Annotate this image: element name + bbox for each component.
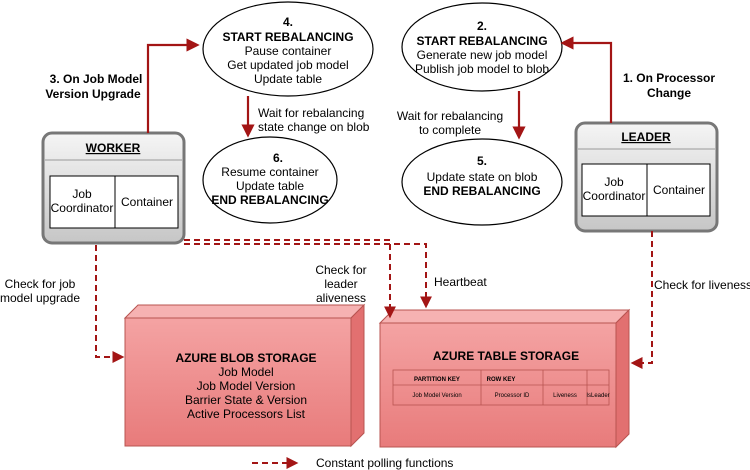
label-wait-blob-line-2: state change on blob	[258, 120, 370, 134]
label-check-job-model-line-1: Check for job	[5, 277, 76, 291]
step-2-ellipse: 2. START REBALANCING Generate new job mo…	[401, 2, 563, 92]
step-6-number: 6.	[273, 151, 283, 165]
label-on-processor-line-2: Change	[647, 86, 691, 100]
legend-label: Constant polling functions	[316, 456, 453, 470]
table-storage-title: AZURE TABLE STORAGE	[433, 349, 579, 363]
step-5-title: END REBALANCING	[423, 184, 540, 198]
leader-job-coordinator-line-2: Coordinator	[583, 189, 646, 203]
table-header-partition-key: PARTITION KEY	[414, 377, 460, 383]
table-cell-processor-id: Processor ID	[495, 393, 530, 399]
worker-title: WORKER	[86, 141, 141, 155]
label-check-job-model-line-2: model upgrade	[0, 291, 80, 305]
label-check-leader-line-3: aliveness	[316, 291, 366, 305]
worker-node: WORKER Job Coordinator Container	[41, 131, 186, 245]
dashed-arrow-worker-to-blob	[95, 245, 125, 363]
leader-node: LEADER Job Coordinator Container	[574, 121, 719, 233]
step-4-line-2: Get updated job model	[227, 58, 348, 72]
step-5-line-1: Update state on blob	[427, 170, 538, 184]
label-on-job-model-line-2: Version Upgrade	[45, 87, 141, 101]
blob-item-3: Barrier State & Version	[185, 393, 307, 407]
label-on-processor-line-1: 1. On Processor	[623, 71, 715, 85]
table-cell-isleader: IsLeader	[586, 393, 609, 399]
label-wait-complete-line-1: Wait for rebalancing	[397, 109, 503, 123]
step-6-title: END REBALANCING	[211, 193, 328, 207]
step-5-number: 5.	[477, 154, 487, 168]
dashed-arrow-leader-to-table	[630, 231, 653, 369]
label-check-leader-line-2: leader	[324, 277, 357, 291]
blob-storage-title: AZURE BLOB STORAGE	[175, 351, 316, 365]
step-2-number: 2.	[477, 19, 487, 33]
blob-item-1: Job Model	[218, 365, 273, 379]
step-2-line-2: Publish job model to blob	[415, 62, 549, 76]
step-4-line-3: Update table	[254, 72, 322, 86]
table-cell-job-model-version: Job Model Version	[412, 393, 461, 399]
step-6-line-2: Update table	[236, 179, 304, 193]
dashed-arrow-worker-to-table-leader	[184, 239, 396, 319]
label-check-leader-line-1: Check for	[315, 263, 366, 277]
arrow-leader-to-step-2	[560, 36, 613, 123]
step-4-title: START REBALANCING	[222, 30, 353, 44]
step-6-ellipse: 6. Resume container Update table END REB…	[202, 136, 338, 224]
step-6-line-1: Resume container	[221, 165, 318, 179]
step-2-line-1: Generate new job model	[417, 48, 548, 62]
table-grid: PARTITION KEY ROW KEY Job Model Version …	[392, 369, 610, 406]
blob-item-2: Job Model Version	[197, 379, 296, 393]
arrow-worker-to-step-4	[146, 38, 200, 133]
worker-container: Container	[121, 195, 173, 209]
leader-title: LEADER	[621, 130, 671, 144]
label-heartbeat: Heartbeat	[434, 275, 487, 289]
label-wait-blob-line-1: Wait for rebalancing	[258, 106, 364, 120]
leader-container: Container	[653, 183, 705, 197]
worker-job-coordinator-line-1: Job	[72, 187, 92, 201]
legend: Constant polling functions	[252, 456, 453, 470]
step-4-ellipse: 4. START REBALANCING Pause container Get…	[202, 1, 374, 97]
label-wait-complete-line-2: to complete	[419, 123, 481, 137]
leader-job-coordinator-line-1: Job	[604, 175, 624, 189]
step-5-ellipse: 5. Update state on blob END REBALANCING	[401, 138, 563, 226]
label-check-liveness: Check for liveness	[654, 278, 750, 292]
azure-blob-storage: AZURE BLOB STORAGE Job Model Job Model V…	[123, 303, 366, 448]
step-4-line-1: Pause container	[245, 44, 332, 58]
worker-job-coordinator-line-2: Coordinator	[51, 201, 114, 215]
step-4-number: 4.	[283, 15, 293, 29]
blob-item-4: Active Processors List	[187, 407, 306, 421]
table-header-row-key: ROW KEY	[487, 377, 516, 383]
dashed-arrow-worker-to-table-heartbeat	[184, 243, 432, 309]
step-2-title: START REBALANCING	[416, 34, 547, 48]
table-cell-liveness: Liveness	[553, 393, 577, 399]
label-on-job-model-line-1: 3. On Job Model	[50, 72, 143, 86]
azure-table-storage: AZURE TABLE STORAGE PARTITION KEY ROW KE…	[378, 308, 631, 449]
